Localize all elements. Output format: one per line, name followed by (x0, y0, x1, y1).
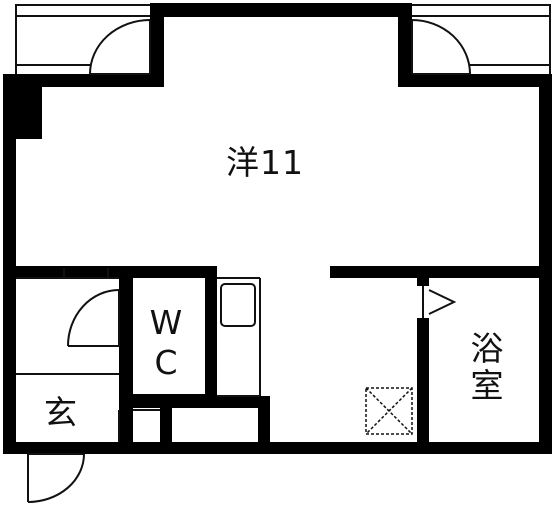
kitchen-sink (220, 283, 256, 327)
toilet-label-line1: W (149, 303, 183, 342)
interior-walls (16, 266, 552, 446)
balcony-right (407, 4, 551, 76)
western-room-label: 洋11 (226, 143, 304, 182)
toilet-label: W C (145, 303, 187, 383)
door-wc (67, 289, 120, 347)
bathroom-label-line2: 室 (470, 366, 504, 405)
door-entrance (27, 453, 85, 503)
door-bath (422, 286, 457, 318)
door-balcony-right (411, 19, 471, 75)
outer-walls (3, 3, 552, 454)
thin-lines (16, 268, 261, 442)
door-balcony-left (89, 19, 151, 75)
bathroom-label: 浴 室 (467, 330, 507, 404)
entrance-label: 玄 (44, 393, 77, 432)
washer-space (365, 387, 413, 435)
bathroom-label-line1: 浴 (470, 329, 504, 368)
balcony-left (15, 4, 159, 76)
toilet-label-line2: C (154, 343, 178, 382)
